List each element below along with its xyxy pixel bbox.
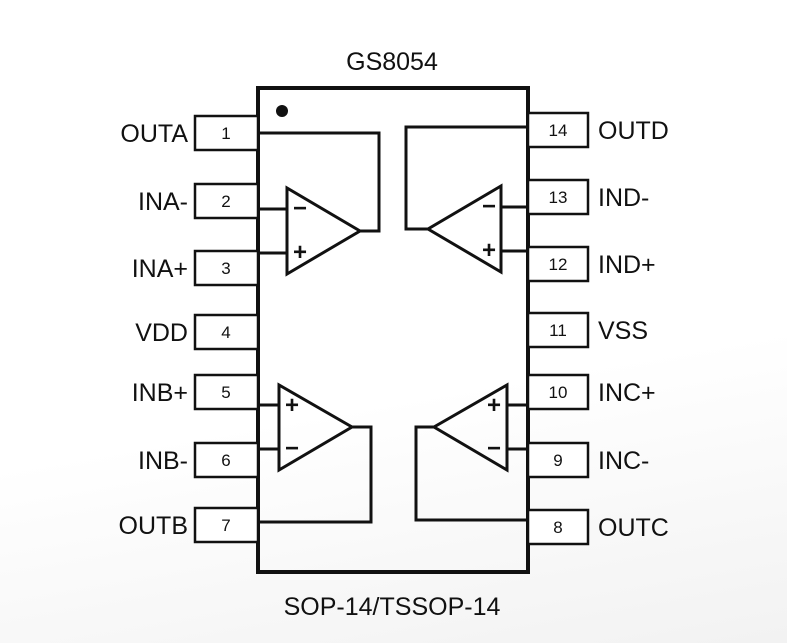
pin-label: IND+ [598, 251, 656, 279]
pin-box [526, 178, 590, 216]
chip-title: GS8054 [346, 48, 438, 76]
pin-number: 13 [549, 188, 568, 207]
pin-label: OUTC [598, 514, 669, 542]
opamp-c-feedback-wire [414, 425, 528, 522]
opamp-b [258, 382, 373, 524]
pin-number: 14 [549, 121, 568, 140]
opamp-d-sign-plus: + [482, 237, 496, 264]
opamp-a [258, 131, 381, 277]
left-pin-4: 4 VDD [135, 313, 260, 351]
pin-number: 1 [221, 124, 230, 143]
right-pin-10: 10 INC+ [526, 373, 656, 411]
right-pin-9: 9 INC- [526, 441, 649, 479]
opamp-d-sign-minus: − [482, 193, 496, 220]
opamp-a-sign-minus: − [293, 195, 307, 222]
pin-box [526, 441, 590, 479]
right-pin-8: 8 OUTC [526, 508, 669, 546]
pin-number: 11 [549, 321, 567, 340]
opamp-b-sign-plus: + [285, 392, 299, 419]
pin-box [193, 373, 260, 411]
left-pin-7: 7 OUTB [119, 506, 260, 544]
pin-box [193, 313, 260, 351]
pin-label: VSS [598, 317, 648, 345]
pin-label: OUTB [119, 512, 188, 540]
opamp-a-feedback-wire [258, 131, 381, 233]
pin-box [526, 508, 590, 546]
left-pin-1: 1 OUTA [120, 114, 260, 152]
opamp-d-triangle [425, 183, 503, 275]
pin-label: INC+ [598, 379, 656, 407]
pin-label: INA- [138, 188, 188, 216]
pin-label: VDD [135, 319, 188, 347]
opamp-c-sign-plus: + [487, 392, 501, 419]
opamp-d-feedback-wire [404, 125, 528, 231]
pin-number: 12 [549, 255, 568, 274]
pin-label: INC- [598, 447, 649, 475]
pin-box [193, 114, 260, 152]
pin-number: 3 [221, 259, 230, 278]
opamp-c [414, 382, 528, 522]
pin-box [526, 245, 590, 283]
pin-number: 2 [221, 192, 230, 211]
pin-number: 8 [553, 518, 562, 537]
pin-box [193, 249, 260, 287]
opamp-b-sign-minus: − [285, 435, 299, 462]
pin-label: OUTD [598, 117, 669, 145]
pin-label: INB- [138, 447, 188, 475]
pin-number: 6 [221, 451, 230, 470]
pin-box [193, 441, 260, 479]
left-pin-5: 5 INB+ [132, 373, 260, 411]
opamp-b-feedback-wire [258, 425, 373, 524]
pin-number: 4 [221, 323, 230, 342]
pin-box [193, 182, 260, 220]
opamp-a-triangle [285, 185, 363, 277]
pin-number: 7 [221, 516, 230, 535]
left-pin-3: 3 INA+ [132, 249, 260, 287]
right-pin-13: 13 IND- [526, 178, 649, 216]
right-pin-11: 11 VSS [526, 311, 648, 349]
pin-box [526, 111, 590, 149]
left-pin-6: 6 INB- [138, 441, 260, 479]
pin-label: IND- [598, 184, 649, 212]
pin-number: 10 [549, 383, 568, 402]
pin-number: 5 [221, 383, 230, 402]
opamp-a-sign-plus: + [293, 239, 307, 266]
package-label: SOP-14/TSSOP-14 [284, 593, 501, 621]
opamp-d [404, 125, 528, 275]
pin1-marker-dot [276, 105, 288, 117]
pin-box [526, 311, 590, 349]
opamp-b-triangle [277, 382, 355, 473]
right-pin-14: 14 OUTD [526, 111, 669, 149]
pin-label: INB+ [132, 379, 188, 407]
opamp-c-sign-minus: − [487, 435, 501, 462]
pins-group: 1 OUTA 2 INA- 3 INA+ 4 VDD 5 INB+ 6 INB- 7 OUTB 14 OUTD… [119, 111, 669, 546]
pin-label: INA+ [132, 255, 188, 283]
right-pin-12: 12 IND+ [526, 245, 656, 283]
pin-box [526, 373, 590, 411]
pin-label: OUTA [120, 120, 188, 148]
pin-number: 9 [553, 451, 562, 470]
left-pin-2: 2 INA- [138, 182, 260, 220]
pin-box [193, 506, 260, 544]
opamp-c-triangle [431, 382, 509, 473]
chip-body [256, 86, 530, 574]
